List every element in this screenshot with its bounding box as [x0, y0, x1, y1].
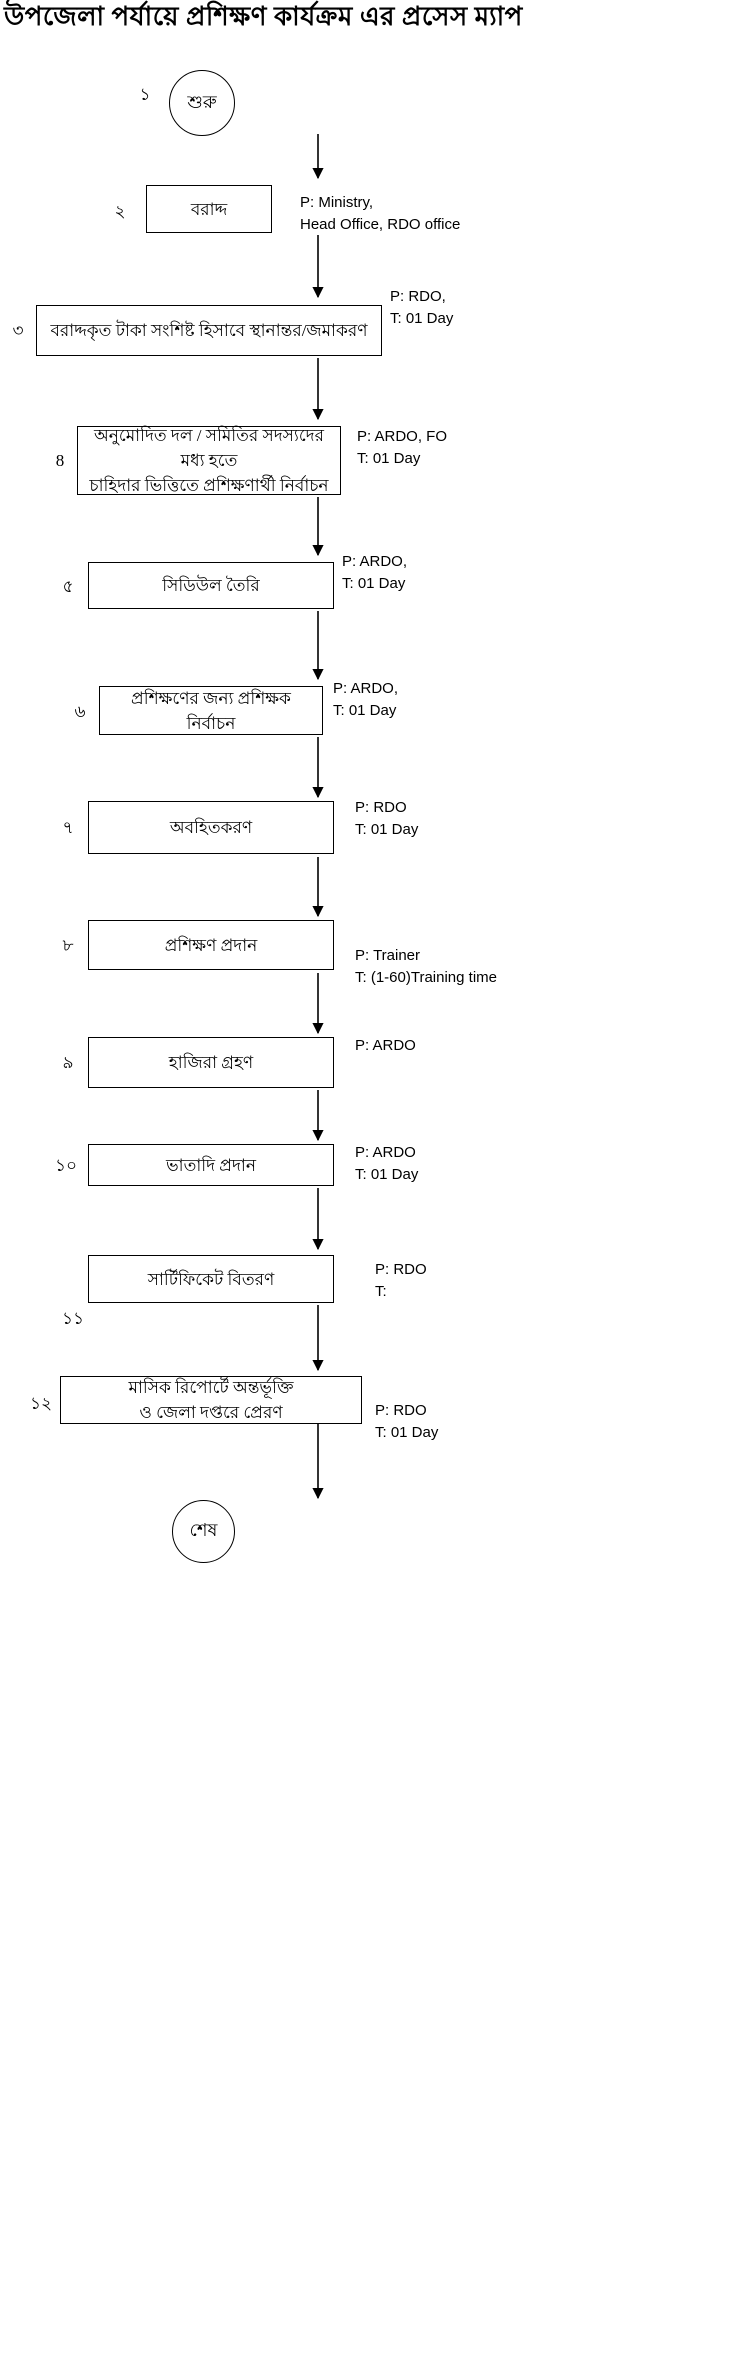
annotation-step7: P: RDO T: 01 Day: [355, 799, 419, 838]
step-index-9: ৯: [62, 1053, 74, 1072]
step-index-11: ১১: [61, 1309, 85, 1328]
node-step8[interactable]: প্রশিক্ষণ প্রদান: [88, 920, 334, 970]
step-index-10: ১০: [54, 1156, 78, 1175]
annotation-step2: P: Ministry, Head Office, RDO office: [300, 194, 461, 233]
node-step11[interactable]: সার্টিফিকেট বিতরণ: [88, 1255, 334, 1303]
step-index-7: ৭: [62, 818, 74, 837]
step-index-5: ৫: [62, 577, 74, 596]
node-step12[interactable]: মাসিক রিপোর্টে অন্তর্ভূক্তি ও জেলা দপ্তর…: [60, 1376, 362, 1424]
node-end[interactable]: শেষ: [172, 1500, 235, 1563]
step-index-8: ৮: [62, 936, 74, 955]
node-step10[interactable]: ভাতাদি প্রদান: [88, 1144, 334, 1186]
node-end-label: শেষ: [189, 1520, 218, 1540]
node-step8-label: প্রশিক্ষণ প্রদান: [164, 935, 258, 955]
node-step7[interactable]: অবহিতকরণ: [88, 801, 334, 854]
annotation-step11: P: RDO T:: [375, 1261, 427, 1300]
node-step5[interactable]: সিডিউল তৈরি: [88, 562, 334, 609]
annotation-step5: P: ARDO, T: 01 Day: [342, 553, 408, 592]
node-step6-label: প্রশিক্ষণের জন্য প্রশিক্ষক নির্বাচন: [131, 688, 291, 733]
annotation-step6: P: ARDO, T: 01 Day: [333, 680, 399, 719]
node-step6[interactable]: প্রশিক্ষণের জন্য প্রশিক্ষক নির্বাচন: [99, 686, 323, 735]
step-index-1: ১: [139, 85, 151, 104]
node-step4-label: অনুমোদিত দল / সমিতির সদস্যদের মধ্য হতে চ…: [89, 426, 329, 495]
page-title: উপজেলা পর্যায়ে প্রশিক্ষণ কার্যক্রম এর প…: [4, 2, 523, 31]
annotation-step9: P: ARDO: [355, 1037, 416, 1054]
node-step5-label: সিডিউল তৈরি: [162, 576, 260, 595]
node-step2[interactable]: বরাদ্দ: [146, 185, 272, 233]
step-index-12: ১২: [29, 1394, 53, 1413]
node-step9[interactable]: হাজিরা গ্রহণ: [88, 1037, 334, 1088]
annotation-step12: P: RDO T: 01 Day: [375, 1402, 439, 1441]
step-index-3: ৩: [12, 321, 24, 340]
node-step2-label: বরাদ্দ: [190, 199, 228, 219]
node-step3-label: বরাদ্দকৃত টাকা সংশিষ্ট হিসাবে স্থানান্তর…: [50, 321, 368, 340]
node-step11-label: সার্টিফিকেট বিতরণ: [147, 1269, 275, 1289]
node-step7-label: অবহিতকরণ: [169, 818, 253, 837]
node-step9-label: হাজিরা গ্রহণ: [168, 1053, 254, 1072]
node-step3[interactable]: বরাদ্দকৃত টাকা সংশিষ্ট হিসাবে স্থানান্তর…: [36, 305, 382, 356]
annotation-step3: P: RDO, T: 01 Day: [390, 288, 454, 327]
annotation-step8: P: Trainer T: (1-60)Training time: [355, 947, 497, 986]
node-start-label: শুরু: [187, 91, 217, 112]
step-index-4: 8: [55, 451, 65, 470]
node-step12-label: মাসিক রিপোর্টে অন্তর্ভূক্তি ও জেলা দপ্তর…: [128, 1378, 294, 1422]
step-index-6: ৬: [74, 702, 86, 721]
node-step4[interactable]: অনুমোদিত দল / সমিতির সদস্যদের মধ্য হতে চ…: [77, 426, 341, 495]
node-step10-label: ভাতাদি প্রদান: [165, 1155, 257, 1175]
annotation-step4: P: ARDO, FO T: 01 Day: [357, 428, 448, 467]
step-index-2: ২: [114, 202, 126, 221]
annotation-step10: P: ARDO T: 01 Day: [355, 1144, 419, 1183]
node-start[interactable]: শুরু: [169, 70, 235, 136]
